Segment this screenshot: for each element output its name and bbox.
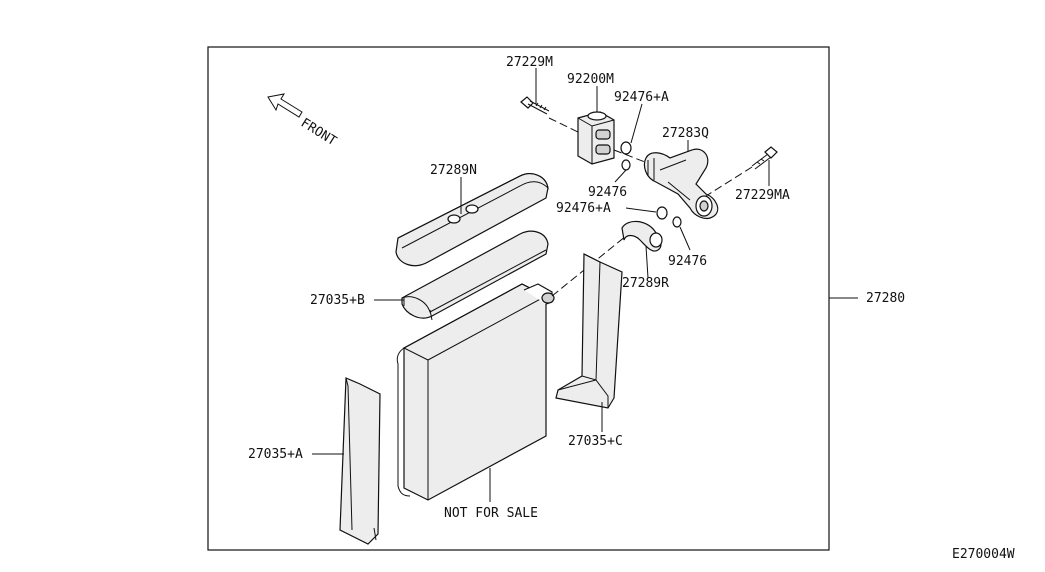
label-27229MA: 27229MA [735, 188, 790, 203]
o-ring-92476-mid [621, 159, 631, 171]
evaporator-core-27280 [396, 283, 555, 501]
leader-92476-low [679, 226, 691, 251]
leader-92476-mid [614, 169, 627, 183]
label-27289R: 27289R [622, 276, 669, 291]
label-27280: 27280 [866, 291, 905, 306]
dash-core-ring [551, 235, 627, 297]
dash-valve-pipe [613, 149, 646, 163]
leader-92476A-top [630, 103, 643, 144]
o-ring-92476-low [672, 216, 682, 228]
insulator-27289N [395, 173, 549, 267]
expansion-valve-92200M [577, 111, 615, 165]
dash-bolt-pipe [705, 166, 753, 197]
note-label: NOT FOR SALE [444, 506, 538, 521]
seal-27035A [339, 377, 381, 545]
label-27283Q: 27283Q [662, 126, 709, 141]
pipe-27283Q [643, 148, 719, 220]
leader-27289R [645, 245, 649, 279]
label-27289N: 27289N [430, 163, 477, 178]
dash-bolt-valve [548, 117, 581, 134]
ring-27289R [621, 220, 663, 252]
front-label: FRONT [298, 116, 339, 150]
label-92476-mid: 92476 [588, 185, 627, 200]
o-ring-92476A-top [620, 141, 632, 155]
label-92476-low: 92476 [668, 254, 707, 269]
diagram-code: E270004W [952, 547, 1015, 562]
o-ring-92476A-mid [656, 206, 668, 220]
label-27035C: 27035+C [568, 434, 623, 449]
front-arrow-icon [267, 93, 303, 118]
label-92476A-top: 92476+A [614, 90, 669, 105]
label-27229M: 27229M [506, 55, 553, 70]
seal-27035C [555, 253, 623, 409]
label-27035B: 27035+B [310, 293, 365, 308]
leader-92476A-mid [625, 207, 657, 213]
seal-27035B [401, 230, 549, 321]
label-92200M: 92200M [567, 72, 614, 87]
label-27035A: 27035+A [248, 447, 303, 462]
bolt-27229M [520, 96, 550, 115]
bolt-27229MA [751, 146, 778, 170]
label-92476A-mid: 92476+A [556, 201, 611, 216]
